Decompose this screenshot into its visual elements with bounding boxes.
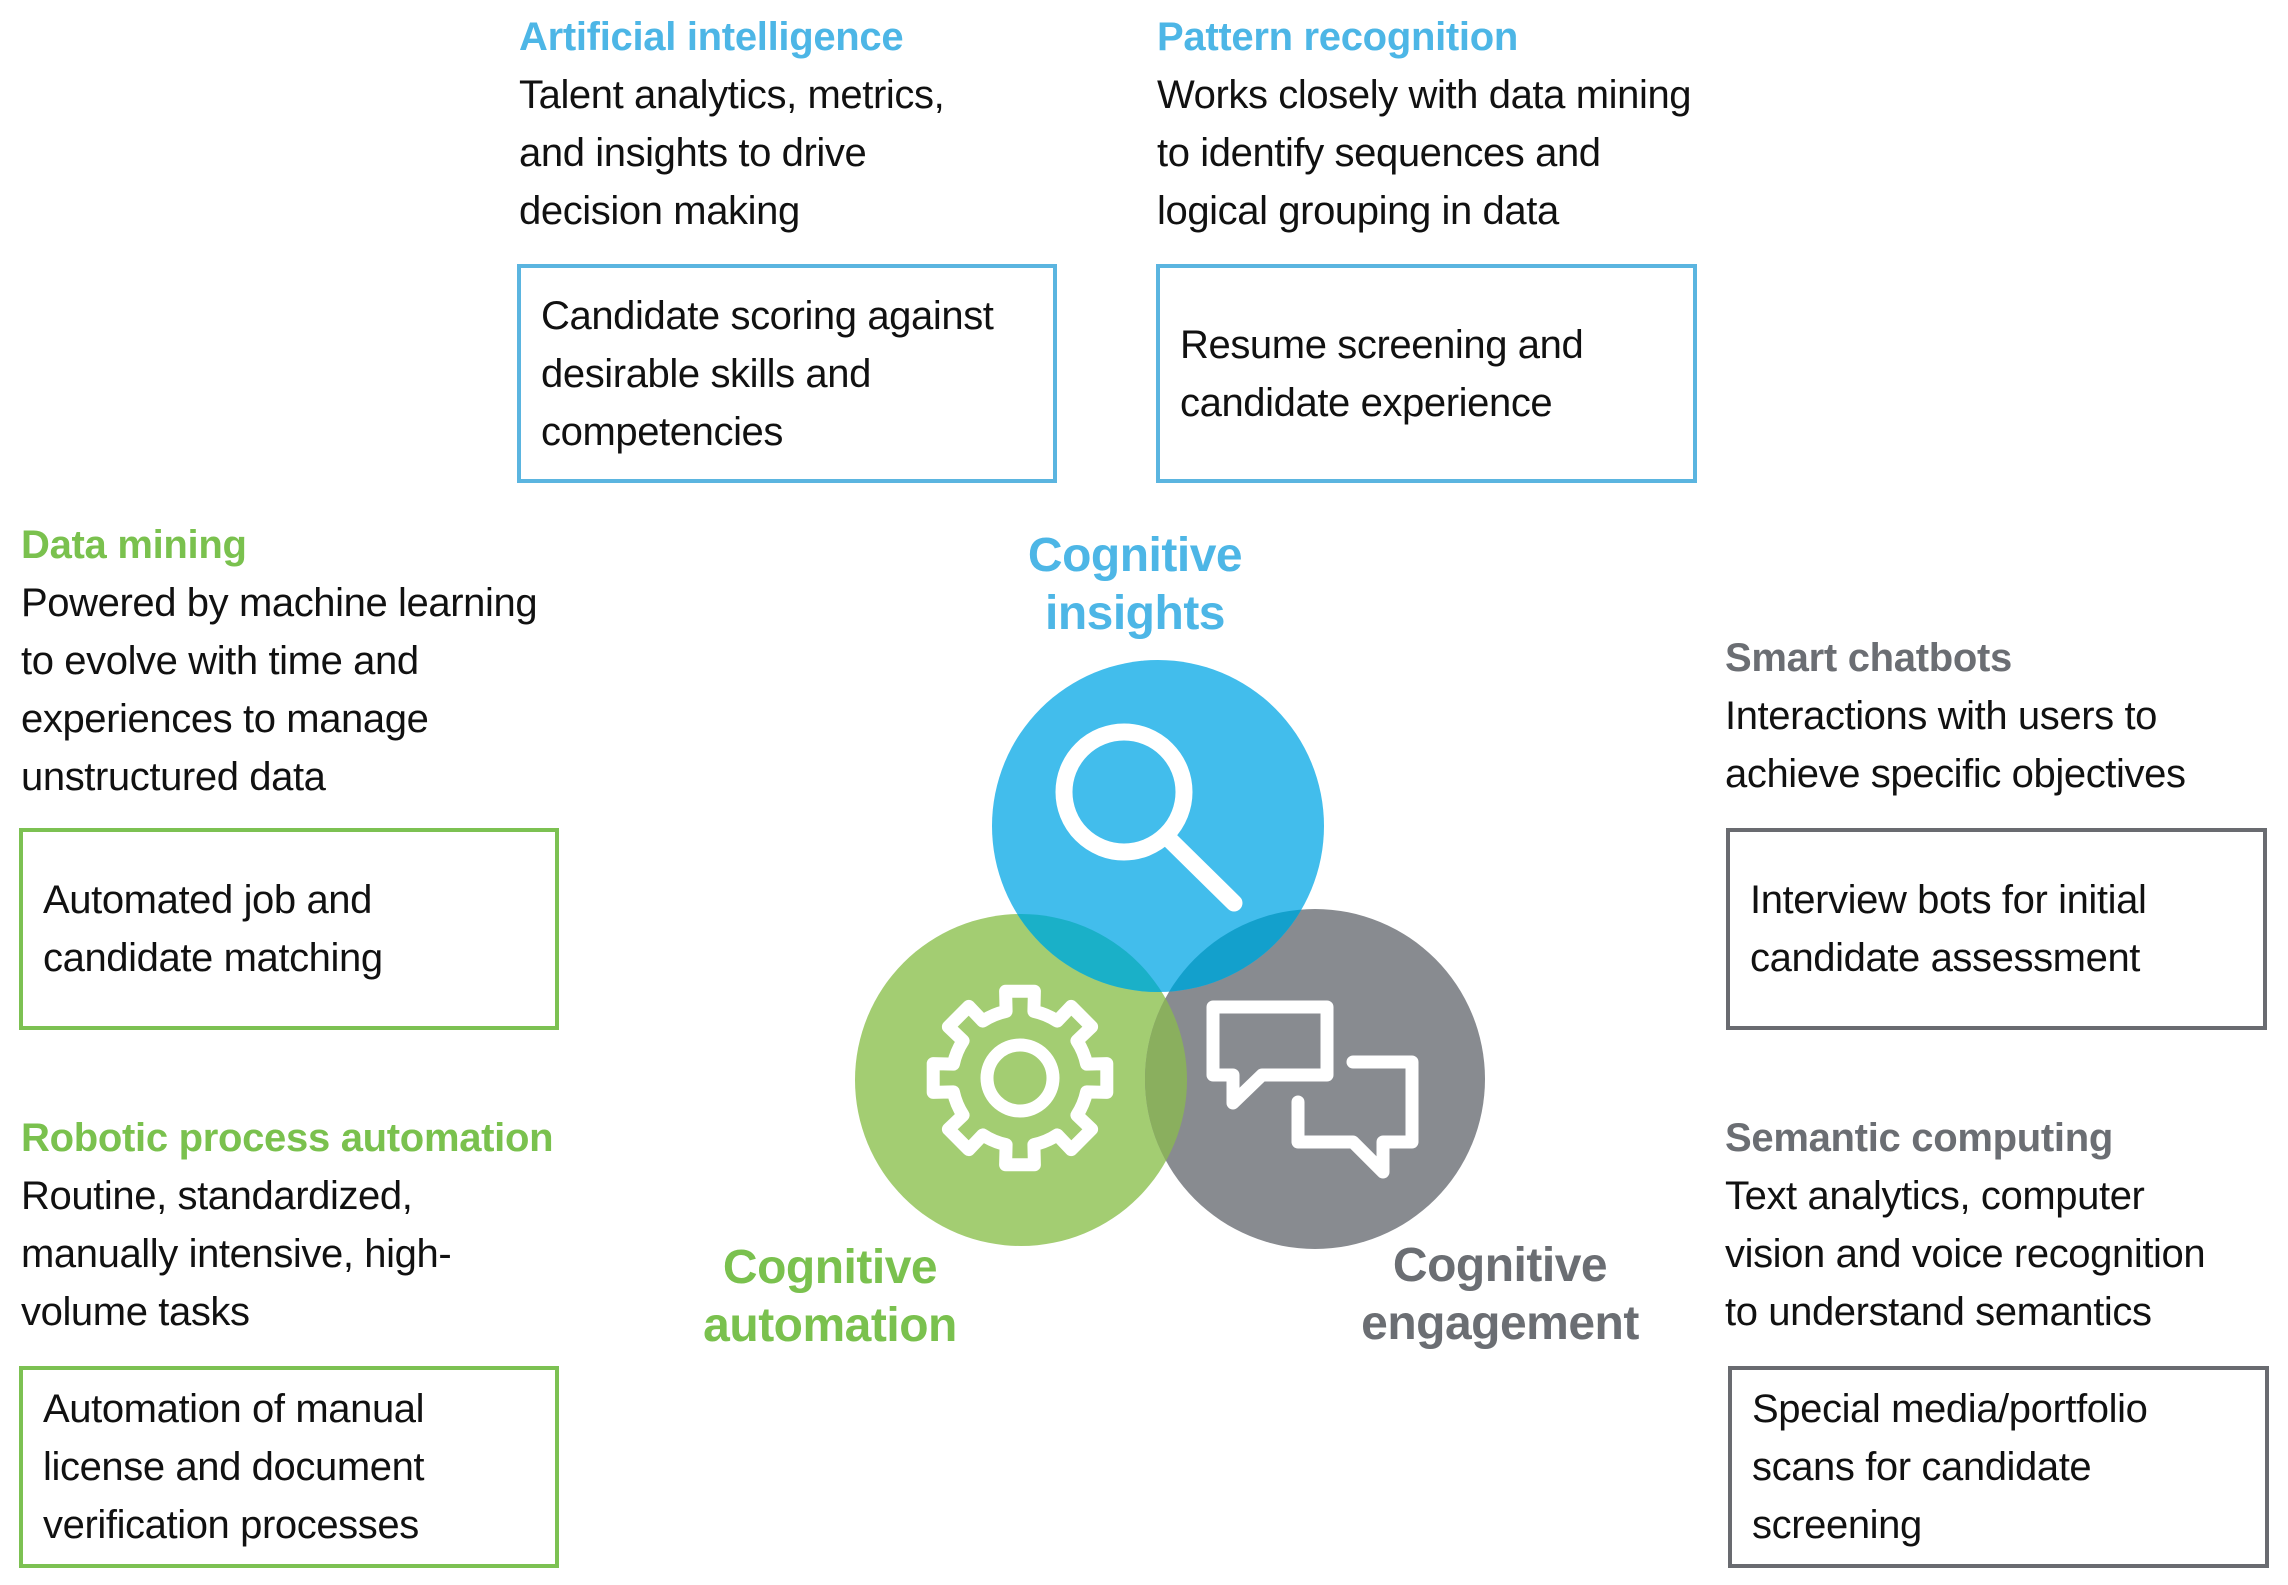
capability-title: Artificial intelligence <box>519 15 904 59</box>
hub-label-cognitive-insights: Cognitive insights <box>1027 529 1243 640</box>
hub-label-cognitive-automation: Cognitive automation <box>703 1241 957 1352</box>
capability-description: Routine, standardized, manually intensiv… <box>21 1174 452 1334</box>
capability-description: Interactions with users to achieve speci… <box>1725 694 2186 796</box>
capability-semantic-computing: Semantic computing Text analytics, compu… <box>1725 1109 2206 1341</box>
capability-title: Smart chatbots <box>1725 636 2012 680</box>
insights-circle <box>992 660 1324 992</box>
capability-artificial-intelligence: Artificial intelligence Talent analytics… <box>519 8 945 240</box>
example-box-pattern-recognition: Resume screening and candidate experienc… <box>1156 264 1697 483</box>
capability-pattern-recognition: Pattern recognition Works closely with d… <box>1157 8 1692 240</box>
example-box-smart-chatbots: Interview bots for initial candidate ass… <box>1726 828 2267 1030</box>
capability-description: Powered by machine learning to evolve wi… <box>21 581 538 799</box>
capability-robotic-process-automation: Robotic process automation Routine, stan… <box>21 1109 554 1341</box>
capability-title: Semantic computing <box>1725 1116 2113 1160</box>
capability-smart-chatbots: Smart chatbots Interactions with users t… <box>1725 629 2186 803</box>
capability-description: Text analytics, computer vision and voic… <box>1725 1174 2206 1334</box>
example-box-robotic-process-automation: Automation of manual license and documen… <box>19 1366 559 1568</box>
capability-description: Talent analytics, metrics, and insights … <box>519 73 945 233</box>
capability-data-mining: Data mining Powered by machine learning … <box>21 516 538 806</box>
capability-title: Pattern recognition <box>1157 15 1518 59</box>
capability-description: Works closely with data mining to identi… <box>1157 73 1692 233</box>
capability-title: Data mining <box>21 523 247 567</box>
automation-circle <box>855 914 1187 1246</box>
capability-title: Robotic process automation <box>21 1116 554 1160</box>
example-box-semantic-computing: Special media/portfolio scans for candid… <box>1728 1366 2269 1568</box>
example-box-artificial-intelligence: Candidate scoring against desirable skil… <box>517 264 1057 483</box>
example-box-data-mining: Automated job and candidate matching <box>19 828 559 1030</box>
chat-bubbles-icon <box>1206 1000 1419 1179</box>
gear-icon <box>926 984 1114 1172</box>
magnifier-icon <box>1055 723 1243 912</box>
hub-label-cognitive-engagement: Cognitive engagement <box>1361 1239 1639 1350</box>
